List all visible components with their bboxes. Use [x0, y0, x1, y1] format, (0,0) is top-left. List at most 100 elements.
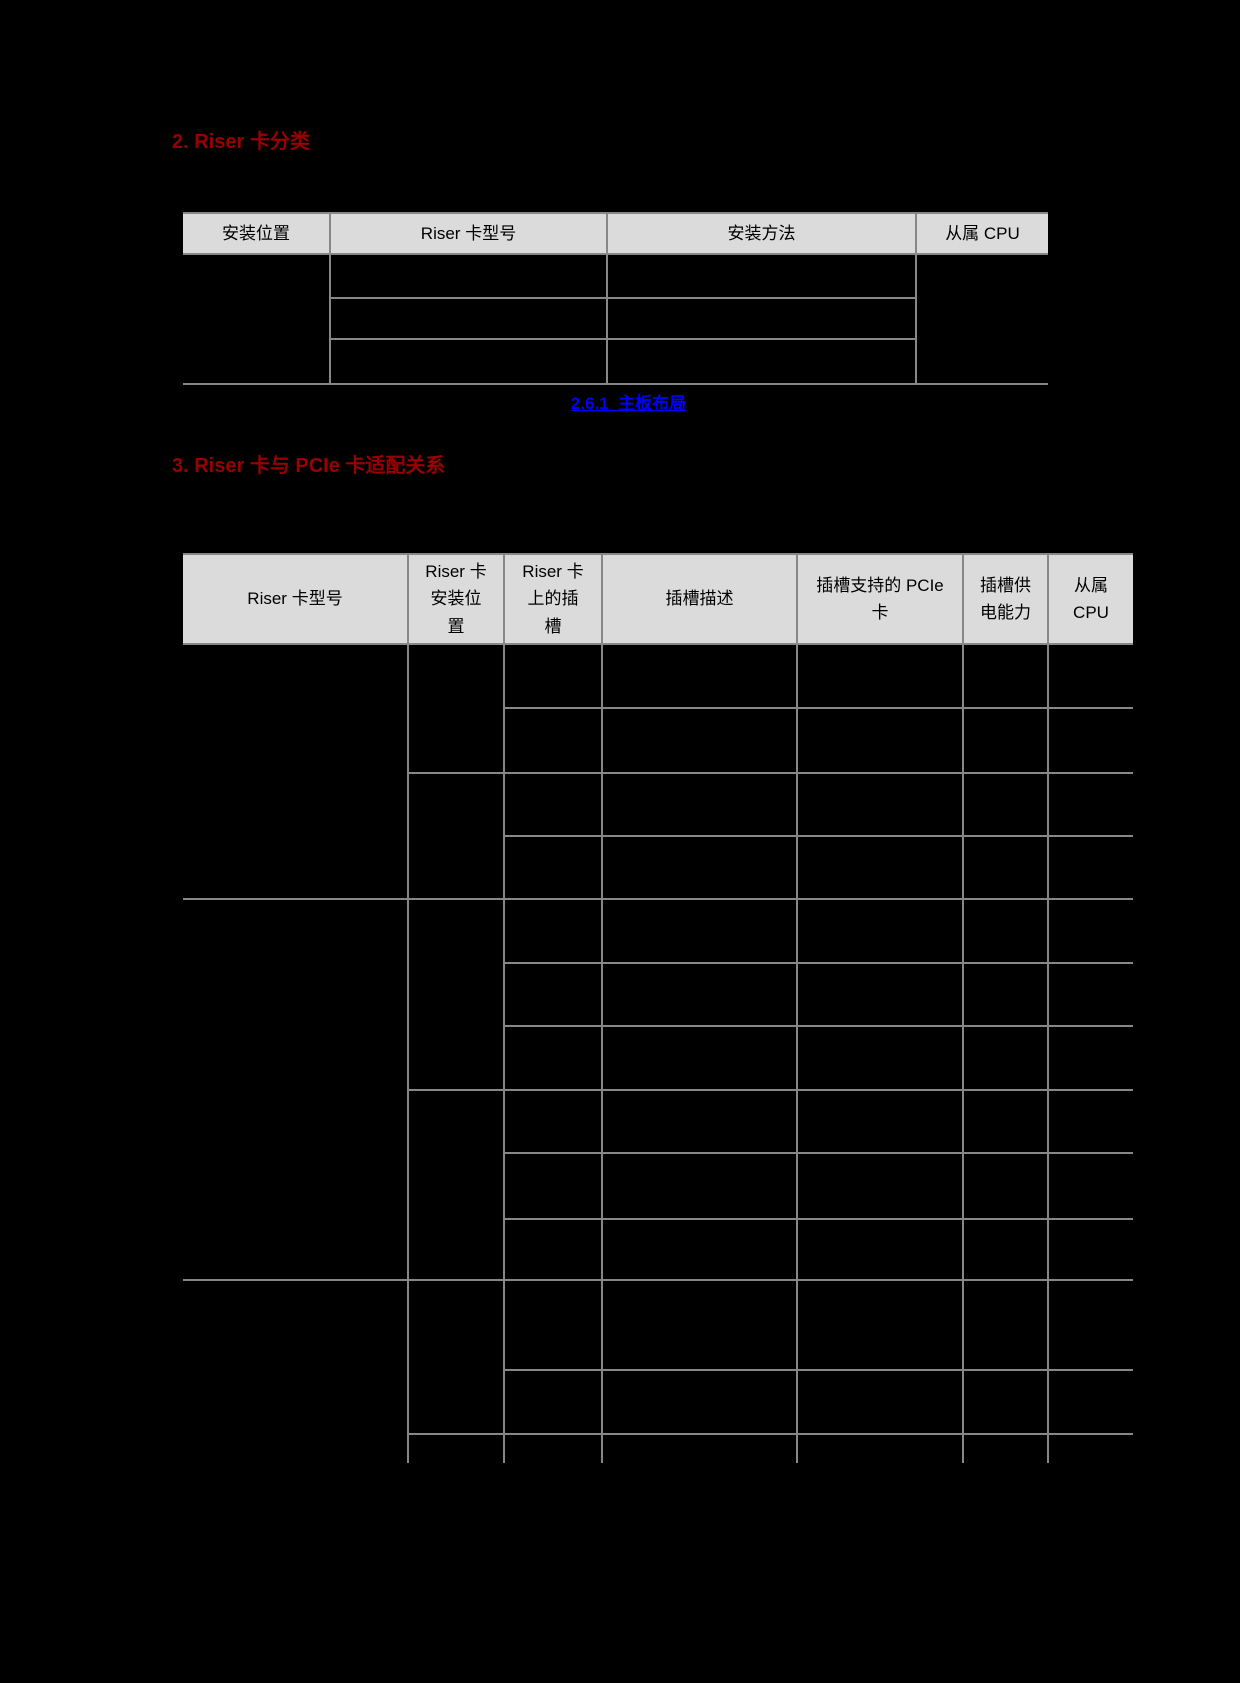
empty-cell-slot-power	[962, 1279, 1049, 1371]
table1-row	[183, 338, 1048, 385]
empty-cell-riser-model	[329, 338, 608, 385]
empty-cell-slot	[503, 1152, 603, 1220]
empty-cell-owning-cpu	[1047, 962, 1133, 1027]
empty-cell-slot	[503, 1025, 603, 1091]
empty-cell-install-position	[407, 1089, 505, 1281]
empty-cell-slot-description	[601, 1152, 798, 1220]
link-mainboard-layout[interactable]: 2.6.1 主板布局	[570, 394, 687, 413]
empty-cell-supported-cards	[796, 1025, 964, 1091]
table2-row	[183, 772, 1133, 900]
riser-pcie-adaptation-table: Riser 卡型号 Riser 卡 安装位 置 Riser 卡 上的插 槽 插槽…	[183, 553, 1133, 1463]
empty-cell-owning-cpu	[1047, 1025, 1133, 1091]
empty-cell-install-position	[183, 253, 331, 385]
empty-cell-supported-cards	[796, 1089, 964, 1154]
empty-cell-slot-description	[601, 1218, 798, 1281]
empty-cell-slot-description	[601, 1433, 798, 1463]
empty-cell-supported-cards	[796, 962, 964, 1027]
empty-cell-slot	[503, 1369, 603, 1435]
empty-cell-riser-model	[183, 643, 409, 900]
table2-row	[183, 835, 1133, 900]
empty-cell-supported-cards	[796, 643, 964, 709]
empty-cell-slot	[503, 1218, 603, 1281]
empty-cell-slot	[503, 1433, 603, 1463]
empty-cell-slot-description	[601, 962, 798, 1027]
empty-cell-slot	[503, 898, 603, 964]
table1-row	[183, 253, 1048, 385]
empty-cell-slot-power	[962, 1369, 1049, 1435]
empty-cell-riser-model	[329, 297, 608, 340]
empty-cell-slot	[503, 962, 603, 1027]
column-header-riser-slots: Riser 卡 上的插 槽	[503, 553, 603, 645]
table2-row	[183, 1025, 1133, 1091]
riser-classification-table: 安装位置 Riser 卡型号 安装方法 从属 CPU	[183, 212, 1048, 385]
empty-cell-owning-cpu	[1047, 1152, 1133, 1220]
table2-row	[183, 1369, 1133, 1435]
table2-row	[183, 1152, 1133, 1220]
empty-cell-owning-cpu	[1047, 1433, 1133, 1463]
empty-cell-slot-power	[962, 1025, 1049, 1091]
empty-cell-supported-cards	[796, 835, 964, 900]
empty-cell-owning-cpu	[1047, 835, 1133, 900]
table2-row	[183, 962, 1133, 1027]
empty-cell-slot-power	[962, 898, 1049, 964]
table2-row	[183, 1279, 1133, 1463]
empty-cell-slot-description	[601, 1089, 798, 1154]
empty-cell-supported-cards	[796, 1152, 964, 1220]
empty-cell-slot	[503, 643, 603, 709]
column-header-slot-power: 插槽供 电能力	[962, 553, 1049, 645]
empty-cell-slot-power	[962, 643, 1049, 709]
empty-cell-supported-cards	[796, 707, 964, 774]
column-header-install-method: 安装方法	[606, 212, 917, 255]
empty-cell-slot	[503, 707, 603, 774]
empty-cell-install-position	[407, 772, 505, 900]
empty-cell-supported-cards	[796, 1279, 964, 1371]
empty-cell-slot-power	[962, 1433, 1049, 1463]
empty-cell-slot-power	[962, 1218, 1049, 1281]
caption-row: 2.6.1 主板布局	[196, 393, 1061, 416]
empty-cell-slot-description	[601, 835, 798, 900]
table1-header-row: 安装位置 Riser 卡型号 安装方法 从属 CPU	[183, 212, 1048, 255]
empty-cell-riser-model	[329, 253, 608, 299]
column-header-riser-install-position: Riser 卡 安装位 置	[407, 553, 505, 645]
empty-cell-slot-power	[962, 1152, 1049, 1220]
empty-cell-install-position	[407, 643, 505, 774]
empty-cell-owning-cpu	[1047, 1218, 1133, 1281]
empty-cell-supported-cards	[796, 1433, 964, 1463]
empty-cell-slot-description	[601, 1279, 798, 1371]
empty-cell-owning-cpu	[1047, 1089, 1133, 1154]
empty-cell-supported-cards	[796, 1369, 964, 1435]
empty-cell-supported-cards	[796, 772, 964, 837]
empty-cell-install-position	[407, 1279, 505, 1435]
empty-cell-supported-cards	[796, 898, 964, 964]
empty-cell-owning-cpu	[915, 253, 1048, 385]
empty-cell-slot-power	[962, 772, 1049, 837]
empty-cell-slot-description	[601, 1025, 798, 1091]
empty-cell-slot	[503, 772, 603, 837]
table2-row	[183, 707, 1133, 774]
column-header-slot-description: 插槽描述	[601, 553, 798, 645]
empty-cell-install-position	[407, 1433, 505, 1463]
empty-cell-slot-power	[962, 1089, 1049, 1154]
empty-cell-riser-model	[183, 1279, 409, 1463]
empty-cell-slot-description	[601, 707, 798, 774]
section-heading-riser-pcie-adaptation: 3. Riser 卡与 PCIe 卡适配关系	[172, 455, 446, 477]
empty-cell-slot-power	[962, 835, 1049, 900]
table2-row	[183, 1218, 1133, 1281]
empty-cell-install-method	[606, 297, 917, 340]
empty-cell-owning-cpu	[1047, 772, 1133, 837]
column-header-riser-model: Riser 卡型号	[329, 212, 608, 255]
empty-cell-owning-cpu	[1047, 898, 1133, 964]
section-heading-riser-classification: 2. Riser 卡分类	[172, 131, 310, 153]
empty-cell-install-method	[606, 338, 917, 385]
empty-cell-riser-model	[183, 898, 409, 1281]
empty-cell-slot-description	[601, 643, 798, 709]
column-header-install-position: 安装位置	[183, 212, 331, 255]
empty-cell-slot	[503, 835, 603, 900]
empty-cell-owning-cpu	[1047, 707, 1133, 774]
table2-header-row: Riser 卡型号 Riser 卡 安装位 置 Riser 卡 上的插 槽 插槽…	[183, 553, 1133, 645]
empty-cell-owning-cpu	[1047, 1279, 1133, 1371]
empty-cell-slot-description	[601, 898, 798, 964]
empty-cell-slot-power	[962, 962, 1049, 1027]
empty-cell-slot	[503, 1279, 603, 1371]
